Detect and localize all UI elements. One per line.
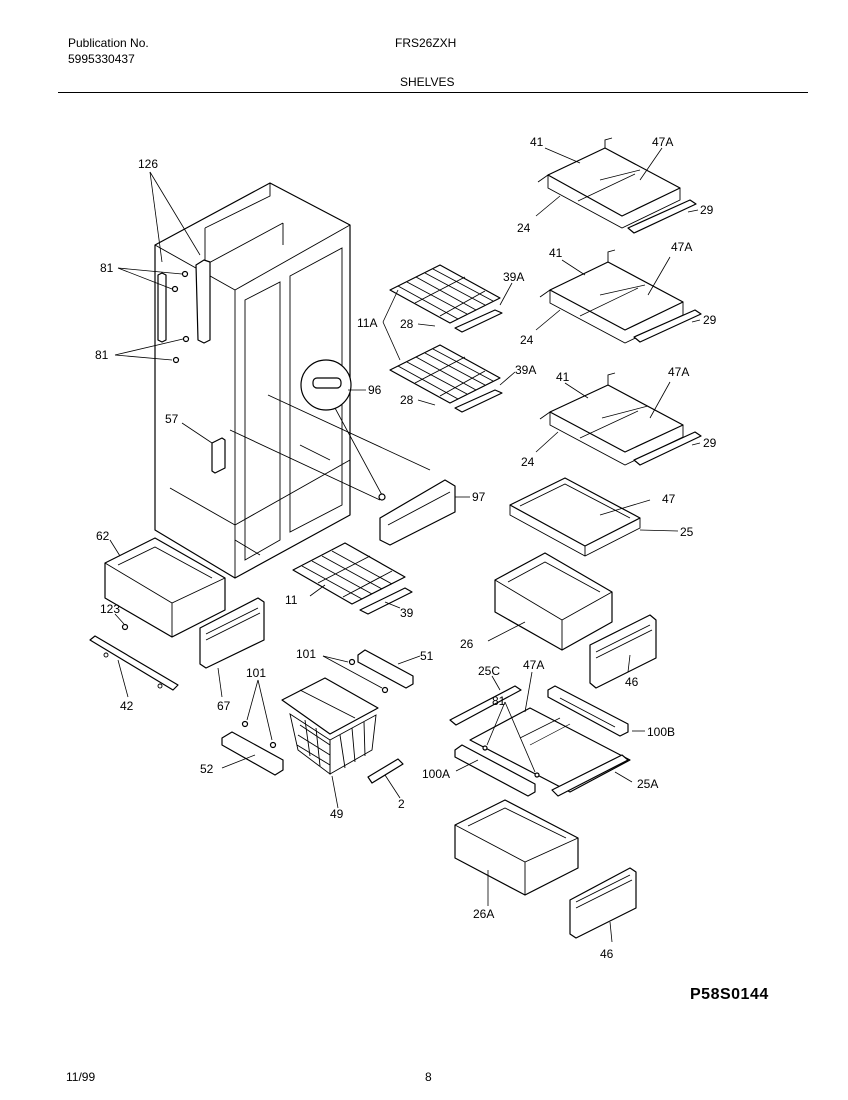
callout-28-lower: 28 bbox=[400, 393, 414, 407]
callout-81-upper: 81 bbox=[100, 261, 114, 275]
section-title: SHELVES bbox=[400, 75, 455, 89]
part-96-roller bbox=[300, 359, 386, 501]
callout-24-shelf1: 24 bbox=[517, 221, 531, 235]
callout-100B: 100B bbox=[647, 725, 675, 739]
part-81-screws-left bbox=[114, 267, 190, 364]
callout-126: 126 bbox=[138, 157, 158, 171]
publication-label: Publication No. bbox=[68, 36, 149, 50]
part-126-trims bbox=[149, 171, 211, 344]
footer-date: 11/99 bbox=[66, 1070, 96, 1084]
part-glass-shelf-2 bbox=[535, 249, 702, 344]
part-123-42-rail bbox=[89, 613, 179, 698]
part-97-cover bbox=[379, 479, 470, 546]
callout-26: 26 bbox=[460, 637, 474, 651]
callout-57: 57 bbox=[165, 412, 179, 426]
part-46-drawer-front-lower bbox=[569, 867, 637, 943]
part-49-wire-basket bbox=[281, 677, 379, 809]
callout-2: 2 bbox=[398, 797, 405, 811]
diagram-code: P58S0144 bbox=[690, 986, 769, 1003]
part-2-bar bbox=[367, 758, 404, 799]
callout-52: 52 bbox=[200, 762, 214, 776]
callout-11A: 11A bbox=[357, 316, 377, 330]
callout-25A: 25A bbox=[637, 777, 658, 791]
model-number: FRS26ZXH bbox=[395, 36, 457, 50]
callout-46-lower: 46 bbox=[600, 947, 614, 961]
callout-25: 25 bbox=[680, 525, 694, 539]
callout-47: 47 bbox=[662, 492, 676, 506]
callout-42: 42 bbox=[120, 699, 134, 713]
callout-41-shelf3: 41 bbox=[556, 370, 570, 384]
callout-41-shelf2: 41 bbox=[549, 246, 563, 260]
callout-46-upper: 46 bbox=[625, 675, 639, 689]
callout-97: 97 bbox=[472, 490, 486, 504]
callout-24-shelf2: 24 bbox=[520, 333, 534, 347]
callout-29-shelf3: 29 bbox=[703, 436, 717, 450]
part-glass-cover-assembly bbox=[449, 671, 645, 797]
callout-26A: 26A bbox=[473, 907, 494, 921]
callout-67: 67 bbox=[217, 699, 231, 713]
callout-81-lower: 81 bbox=[95, 348, 109, 362]
callout-11: 11 bbox=[285, 593, 298, 607]
callout-81-cover: 81 bbox=[492, 694, 506, 708]
part-46-drawer-front-upper bbox=[589, 614, 657, 689]
part-62-pan bbox=[104, 537, 226, 638]
part-11A-wire-shelf-upper bbox=[389, 264, 503, 333]
part-glass-shelf-1 bbox=[535, 137, 699, 234]
callout-96: 96 bbox=[368, 383, 382, 397]
callout-28-upper: 28 bbox=[400, 317, 414, 331]
part-11-wire-shelf bbox=[292, 542, 413, 615]
callout-101-right: 101 bbox=[296, 647, 316, 661]
callout-39A-lower: 39A bbox=[515, 363, 536, 377]
part-26A-pan bbox=[454, 799, 579, 906]
publication-number: 5995330437 bbox=[68, 52, 135, 66]
callout-39: 39 bbox=[400, 606, 414, 620]
callout-47A-shelf3: 47A bbox=[668, 365, 689, 379]
callout-25C: 25C bbox=[478, 664, 500, 678]
callout-29-shelf1: 29 bbox=[700, 203, 714, 217]
callout-51: 51 bbox=[420, 649, 434, 663]
callout-24-shelf3: 24 bbox=[521, 455, 535, 469]
callout-100A: 100A bbox=[422, 767, 450, 781]
header-rule bbox=[58, 92, 808, 93]
callout-39A-upper: 39A bbox=[503, 270, 524, 284]
callout-29-shelf2: 29 bbox=[703, 313, 717, 327]
part-67-drawer-front bbox=[199, 597, 265, 698]
part-glass-shelf-3 bbox=[535, 372, 702, 466]
callout-47A-cover: 47A bbox=[523, 658, 544, 672]
part-26-pan bbox=[487, 552, 613, 651]
callout-labels: 126 81 81 57 62 123 42 67 101 101 52 49 … bbox=[95, 135, 717, 961]
part-52-rail bbox=[221, 731, 284, 776]
part-11A-wire-shelf-lower bbox=[382, 282, 516, 413]
callout-47A-shelf1: 47A bbox=[652, 135, 673, 149]
callout-101-left: 101 bbox=[246, 666, 266, 680]
callout-49: 49 bbox=[330, 807, 344, 821]
callout-62: 62 bbox=[96, 529, 110, 543]
callout-47A-shelf2: 47A bbox=[671, 240, 692, 254]
part-51-rail bbox=[357, 649, 421, 689]
part-47-crisper-cover bbox=[509, 477, 679, 557]
part-57-bracket bbox=[181, 422, 226, 474]
callout-123: 123 bbox=[100, 602, 120, 616]
footer-page-number: 8 bbox=[425, 1070, 432, 1084]
callout-41-shelf1: 41 bbox=[530, 135, 544, 149]
part-101-screws bbox=[241, 655, 389, 749]
